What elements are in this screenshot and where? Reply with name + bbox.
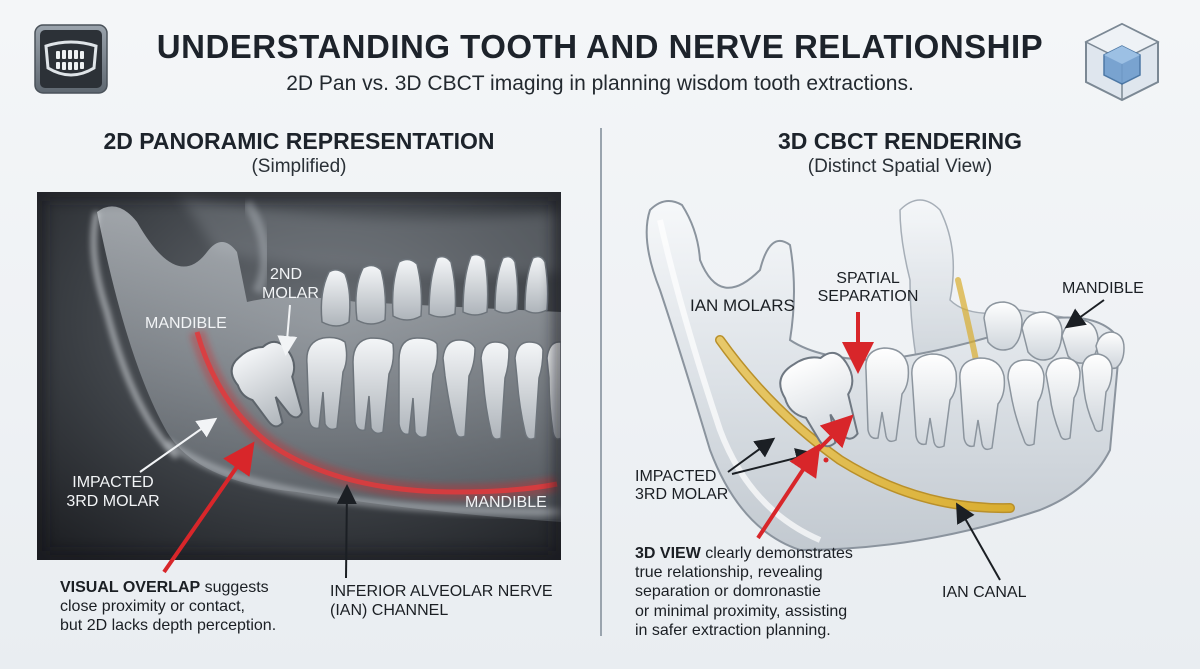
second-molar-label: 2ND MOLAR	[262, 266, 319, 302]
right-section-title: 3D CBCT RENDERING	[777, 128, 1023, 154]
panoramic-xray-icon	[34, 24, 108, 94]
left-section-subtitle: (Simplified)	[251, 156, 347, 177]
impacted-third-molar-label: IMPACTED 3RD MOLAR	[66, 474, 160, 510]
spatial-separation-label: SPATIAL SEPARATION	[817, 270, 919, 306]
ian-channel-label: INFERIOR ALVEOLAR NERVE (IAN) CHANNEL	[330, 583, 553, 620]
page-subtitle: 2D Pan vs. 3D CBCT imaging in planning w…	[286, 72, 914, 95]
cbct-cube-icon	[1082, 20, 1162, 102]
mandible-label-3d: MANDIBLE	[1062, 280, 1144, 297]
mandible-label-lower: MANDIBLE	[465, 494, 547, 511]
ian-molars-label: IAN MOLARS	[690, 296, 795, 315]
visual-overlap-note: VISUAL OVERLAP suggests close proximity …	[60, 579, 277, 635]
page-title: UNDERSTANDING TOOTH AND NERVE RELATIONSH…	[156, 28, 1044, 65]
3d-view-note: 3D VIEW clearly demonstrates true relati…	[635, 545, 853, 639]
ian-canal-label: IAN CANAL	[942, 584, 1027, 601]
impacted-third-molar-label-3d: IMPACTED 3RD MOLAR	[635, 468, 729, 504]
left-section-title: 2D PANORAMIC REPRESENTATION	[103, 128, 495, 154]
mandible-label-upper: MANDIBLE	[145, 315, 227, 332]
right-section-subtitle: (Distinct Spatial View)	[807, 156, 993, 177]
section-divider	[600, 128, 602, 636]
